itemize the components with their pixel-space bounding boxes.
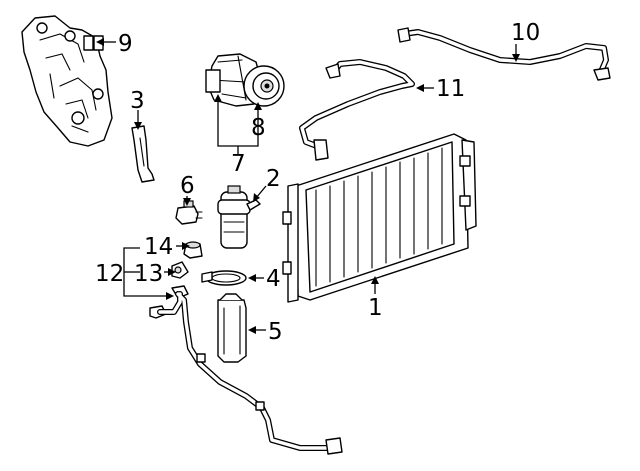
callout-14: 14 — [144, 234, 173, 260]
liquid-line-part[interactable] — [149, 285, 343, 455]
callout-7: 7 — [231, 151, 246, 177]
compressor-assembly-part[interactable] — [205, 53, 285, 107]
callout-4: 4 — [266, 266, 281, 292]
support-bracket-part[interactable] — [131, 125, 155, 183]
discharge-hose-part[interactable] — [397, 27, 611, 81]
accumulator-part[interactable] — [217, 185, 261, 249]
callout-1: 1 — [368, 295, 383, 321]
callout-12: 12 — [95, 261, 124, 287]
callout-2: 2 — [266, 166, 281, 192]
mounting-strap-part[interactable] — [201, 270, 247, 286]
callout-11: 11 — [436, 76, 465, 102]
insulator-sleeve-part[interactable] — [217, 293, 247, 363]
callout-9: 9 — [118, 31, 133, 57]
cap-part[interactable] — [183, 241, 203, 259]
compressor-bracket-part[interactable] — [21, 15, 113, 147]
callout-labels: 1 2 3 4 5 6 7 8 9 10 11 12 13 14 — [95, 20, 540, 345]
callout-6: 6 — [180, 173, 195, 199]
condenser-part[interactable] — [282, 133, 477, 303]
callout-10: 10 — [511, 20, 540, 46]
pressure-switch-part[interactable] — [175, 200, 203, 225]
callout-3: 3 — [130, 88, 145, 114]
suction-hose-part[interactable] — [299, 59, 415, 161]
leader-lines — [96, 38, 520, 334]
callout-13: 13 — [134, 261, 163, 287]
valve-core-part[interactable] — [171, 261, 189, 279]
callout-5: 5 — [268, 319, 283, 345]
callout-8: 8 — [251, 115, 266, 141]
